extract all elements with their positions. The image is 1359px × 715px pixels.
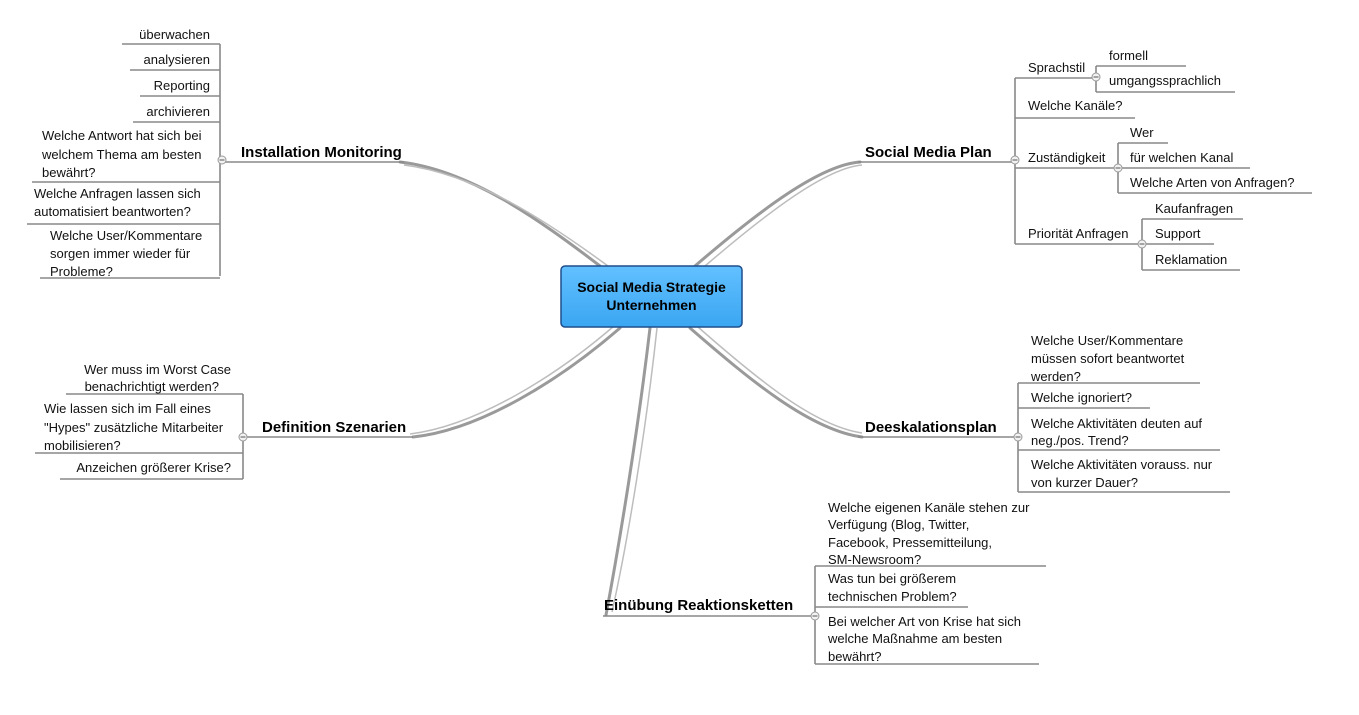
connector-installation-monitoring [398, 160, 602, 268]
list-item[interactable]: Welche User/Kommentare [1031, 333, 1183, 348]
central-topic-line-1: Social Media Strategie [577, 279, 726, 295]
collapse-toggle-icon[interactable] [1091, 72, 1101, 82]
list-item-line: welchem Thema am besten [41, 147, 201, 162]
branch-title-installation-monitoring[interactable]: Installation Monitoring [241, 144, 402, 161]
list-item-line: welche Maßnahme am besten [827, 631, 1002, 646]
list-item[interactable]: Wer muss im Worst Case [84, 362, 231, 377]
list-item-line: werden? [1030, 369, 1081, 384]
list-item-line: von kurzer Dauer? [1031, 475, 1138, 490]
list-item[interactable]: Support [1155, 226, 1201, 241]
collapse-toggle-icon[interactable] [1137, 239, 1147, 249]
list-item[interactable]: Welche Aktivitäten deuten auf [1031, 416, 1202, 431]
list-item[interactable]: Welche Anfragen lassen sich [34, 186, 201, 201]
branch-social-media-plan: Social Media Plan Sprachstil formell umg… [858, 48, 1312, 271]
connector-social-media-plan-shadow [704, 164, 863, 267]
list-item-line: neg./pos. Trend? [1031, 433, 1129, 448]
list-item[interactable]: Anzeichen größerer Krise? [76, 460, 231, 475]
list-item[interactable]: Welche ignoriert? [1031, 390, 1132, 405]
node-welche-kanaele[interactable]: Welche Kanäle? [1028, 98, 1122, 113]
list-item[interactable]: Bei welcher Art von Krise hat sich [828, 614, 1021, 629]
list-item[interactable]: Wer [1130, 125, 1154, 140]
branch-title-social-media-plan[interactable]: Social Media Plan [865, 144, 992, 161]
connector-einuebung-reaktionsketten-shadow [611, 327, 658, 613]
connector-social-media-plan [693, 160, 862, 268]
connector-deeskalationsplan-shadow [697, 326, 863, 434]
list-item-line: technischen Problem? [828, 589, 957, 604]
central-topic[interactable]: Social Media Strategie Unternehmen [560, 265, 743, 328]
list-item[interactable]: überwachen [139, 27, 210, 42]
main-connectors [398, 160, 864, 617]
collapse-toggle-icon[interactable] [217, 155, 227, 165]
collapse-toggle-icon[interactable] [1113, 163, 1123, 173]
list-item[interactable]: Welche User/Kommentare [50, 228, 202, 243]
connector-installation-monitoring-shadow [403, 164, 609, 267]
connector-definition-szenarien-shadow [409, 325, 615, 435]
list-item-line: automatisiert beantworten? [34, 204, 191, 219]
list-item[interactable]: Wie lassen sich im Fall eines [44, 401, 211, 416]
list-item-line: sorgen immer wieder für [50, 246, 191, 261]
branch-einuebung-reaktionsketten: Einübung Reaktionsketten Welche eigenen … [603, 500, 1046, 665]
branch-deeskalationsplan: Deeskalationsplan Welche User/Kommentare… [858, 333, 1230, 493]
list-item-line: SM-Newsroom? [828, 552, 921, 567]
list-item[interactable]: Reporting [154, 78, 210, 93]
collapse-toggle-icon[interactable] [238, 432, 248, 442]
branch-title-definition-szenarien[interactable]: Definition Szenarien [262, 419, 406, 436]
branch-installation-monitoring: Installation Monitoring überwachen analy… [27, 27, 404, 279]
list-item-line: bewährt? [828, 649, 881, 664]
list-item-line: Verfügung (Blog, Twitter, [828, 517, 969, 532]
list-item[interactable]: umgangssprachlich [1109, 73, 1221, 88]
list-item[interactable]: Was tun bei größerem [828, 571, 956, 586]
central-topic-box[interactable] [560, 265, 743, 328]
list-item[interactable]: formell [1109, 48, 1148, 63]
node-sprachstil[interactable]: Sprachstil [1028, 60, 1085, 75]
list-item[interactable]: Welche eigenen Kanäle stehen zur [828, 500, 1030, 515]
collapse-toggle-icon[interactable] [1010, 155, 1020, 165]
list-item[interactable]: Welche Arten von Anfragen? [1130, 175, 1295, 190]
list-item-line: müssen sofort beantwortet [1031, 351, 1185, 366]
list-item[interactable]: Welche Antwort hat sich bei [42, 128, 202, 143]
central-topic-line-2: Unternehmen [606, 297, 696, 313]
list-item-line: Facebook, Pressemitteilung, [828, 535, 992, 550]
connector-deeskalationsplan [688, 326, 864, 439]
collapse-toggle-icon[interactable] [1013, 432, 1023, 442]
list-item-line: mobilisieren? [44, 438, 121, 453]
branch-definition-szenarien: Definition Szenarien Wer muss im Worst C… [35, 362, 413, 480]
list-item-line: benachrichtigt werden? [85, 379, 219, 394]
connector-definition-szenarien [411, 326, 622, 439]
installation-monitoring-items: überwachen analysieren Reporting archivi… [27, 27, 220, 279]
list-item-line: bewährt? [42, 165, 95, 180]
list-item-line: Probleme? [50, 264, 113, 279]
list-item[interactable]: Reklamation [1155, 252, 1227, 267]
branch-title-deeskalationsplan[interactable]: Deeskalationsplan [865, 419, 997, 436]
list-item[interactable]: analysieren [144, 52, 211, 67]
list-item[interactable]: archivieren [146, 104, 210, 119]
list-item-line: "Hypes" zusätzliche Mitarbeiter [44, 420, 224, 435]
node-zustaendigkeit[interactable]: Zuständigkeit [1028, 150, 1106, 165]
branch-title-einuebung-reaktionsketten[interactable]: Einübung Reaktionsketten [604, 597, 793, 614]
node-prioritaet-anfragen[interactable]: Priorität Anfragen [1028, 226, 1128, 241]
list-item[interactable]: Welche Aktivitäten vorauss. nur [1031, 457, 1213, 472]
list-item[interactable]: Kaufanfragen [1155, 201, 1233, 216]
connector-einuebung-reaktionsketten [604, 326, 652, 617]
collapse-toggle-icon[interactable] [810, 611, 820, 621]
list-item[interactable]: für welchen Kanal [1130, 150, 1233, 165]
